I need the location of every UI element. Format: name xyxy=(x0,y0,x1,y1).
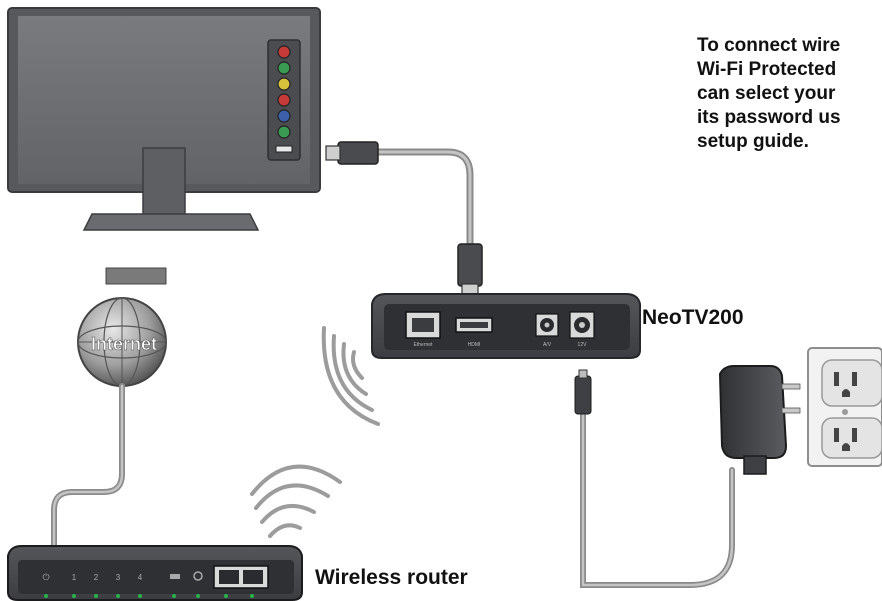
router-label: Wireless router xyxy=(315,566,468,589)
neotv-ethernet-port xyxy=(405,311,441,339)
tv-port-red-2 xyxy=(277,93,291,107)
neotv-port-label: 12V xyxy=(578,342,588,348)
router-ports xyxy=(213,565,269,589)
neotv-port-label: Ethernet xyxy=(414,342,434,348)
router-usb-icon xyxy=(170,574,180,579)
router-wifi-waves xyxy=(250,464,342,538)
router-indicator: 3 xyxy=(116,573,121,582)
instruction-line: can select your xyxy=(697,83,836,104)
globe-label: Internet xyxy=(91,334,157,354)
router-indicator: 4 xyxy=(138,573,143,582)
hdmi-plug-neotv xyxy=(457,243,483,299)
instruction-line: Wi-Fi Protected xyxy=(697,59,837,80)
internet-cable xyxy=(51,383,125,563)
tv-port-blue xyxy=(277,109,291,123)
tv-port-red xyxy=(277,45,291,59)
tv-port-green xyxy=(277,61,291,75)
neotv-power-port xyxy=(569,311,595,339)
neotv-label: NeoTV200 xyxy=(642,306,744,329)
neotv-box: Ethernet HDMI A/V 12V xyxy=(371,293,641,359)
power-adapter xyxy=(718,365,801,475)
neotv-port-label: A/V xyxy=(543,342,552,348)
neotv-hdmi-port xyxy=(455,317,493,333)
power-cable xyxy=(574,369,735,588)
internet-globe: Internet xyxy=(77,267,167,387)
instruction-line: setup guide. xyxy=(697,131,809,152)
connection-instructions: To connect wire Wi-Fi Protected can sele… xyxy=(697,34,882,154)
tv-stand xyxy=(82,147,260,231)
tv-hdmi-port xyxy=(275,145,293,153)
instruction-line: To connect wire xyxy=(697,35,841,56)
router-wifi-icon xyxy=(193,571,203,581)
wall-outlet xyxy=(807,347,882,467)
router-indicator: 1 xyxy=(72,573,77,582)
hdmi-plug-tv xyxy=(325,141,379,165)
tv-port-panel xyxy=(267,39,301,161)
neotv-port-label: HDMI xyxy=(468,342,481,348)
neotv-wifi-waves xyxy=(321,326,380,426)
router-indicator: 2 xyxy=(94,573,99,582)
router-indicator: ⏻ xyxy=(42,572,49,583)
wireless-router: ⏻ 1 2 3 4 xyxy=(7,545,303,601)
power-plug xyxy=(574,369,592,415)
instruction-line: its password us xyxy=(697,107,841,128)
neotv-av-port xyxy=(535,313,559,337)
hdmi-cable xyxy=(325,141,483,299)
tv-port-green-2 xyxy=(277,125,291,139)
tv-port-yellow xyxy=(277,77,291,91)
router-status-leds xyxy=(44,594,254,598)
television xyxy=(7,7,321,231)
